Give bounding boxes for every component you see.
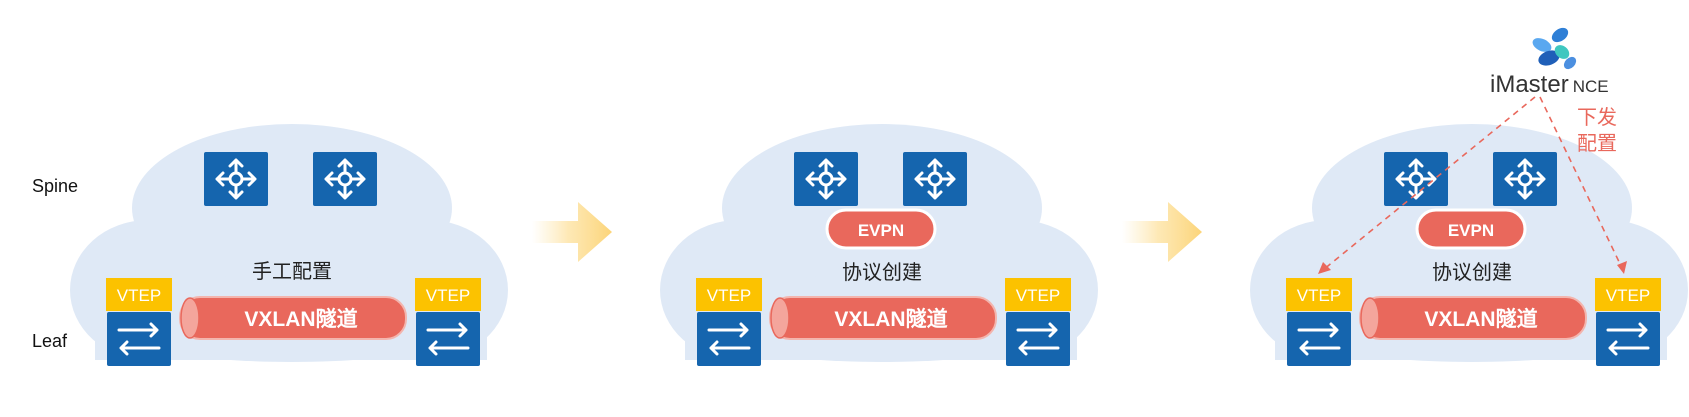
vxlan-tunnel: VXLAN隧道 xyxy=(769,296,997,340)
vtep-label: VTEP xyxy=(1297,286,1341,305)
push-config-label: 配置 xyxy=(1577,131,1617,155)
tunnel-label: VXLAN隧道 xyxy=(834,307,947,331)
vxlan-tunnel: VXLAN隧道 xyxy=(179,296,407,340)
transition-arrow-icon xyxy=(1122,202,1202,262)
vtep-label: VTEP xyxy=(1606,286,1650,305)
vtep-badge xyxy=(415,278,481,311)
leaf-switch-icon xyxy=(105,310,173,368)
leaf-switch-icon xyxy=(1004,310,1072,368)
leaf-switch-icon xyxy=(1594,310,1662,368)
spine-layer-label: Spine xyxy=(32,176,78,196)
evpn-badge: EVPN xyxy=(1415,208,1527,250)
spine-router-icon xyxy=(901,150,969,208)
panel-manual-config: 手工配置 VTEP VTEP VXLAN隧道 xyxy=(70,124,508,368)
vtep-label: VTEP xyxy=(1016,286,1060,305)
vtep-label: VTEP xyxy=(707,286,751,305)
vtep-badge xyxy=(106,278,172,311)
vtep-badge xyxy=(1005,278,1071,311)
leaf-switch-icon xyxy=(1285,310,1353,368)
vtep-badge xyxy=(696,278,762,311)
panel-caption: 协议创建 xyxy=(842,260,922,284)
spine-router-icon xyxy=(1382,150,1450,208)
evpn-label: EVPN xyxy=(858,221,904,240)
panel-caption: 协议创建 xyxy=(1432,260,1512,284)
spine-router-icon xyxy=(202,150,270,208)
leaf-switch-icon xyxy=(695,310,763,368)
panel-caption: 手工配置 xyxy=(252,259,332,283)
vtep-badge xyxy=(1286,278,1352,311)
vtep-badge xyxy=(1595,278,1661,311)
spine-router-icon xyxy=(1491,150,1559,208)
config-push-arrows xyxy=(1318,96,1627,274)
transition-arrow-icon xyxy=(532,202,612,262)
tunnel-label: VXLAN隧道 xyxy=(244,307,357,331)
vxlan-tunnel: VXLAN隧道 xyxy=(1359,296,1587,340)
leaf-layer-label: Leaf xyxy=(32,331,68,351)
push-config-label: 下发 xyxy=(1577,105,1617,129)
evpn-label: EVPN xyxy=(1448,221,1494,240)
leaf-switch-icon xyxy=(414,310,482,368)
imaster-nce-logo-icon xyxy=(1532,27,1577,70)
tunnel-label: VXLAN隧道 xyxy=(1424,307,1537,331)
panel-controller-created: EVPN 协议创建 VTEP VTEP VXLAN隧道 xyxy=(1250,124,1688,368)
spine-router-icon xyxy=(792,150,860,208)
evpn-badge: EVPN xyxy=(825,208,937,250)
vtep-label: VTEP xyxy=(426,286,470,305)
vtep-label: VTEP xyxy=(117,286,161,305)
spine-router-icon xyxy=(311,150,379,208)
panel-protocol-created: EVPN 协议创建 VTEP VTEP VXLAN隧道 xyxy=(660,124,1098,368)
